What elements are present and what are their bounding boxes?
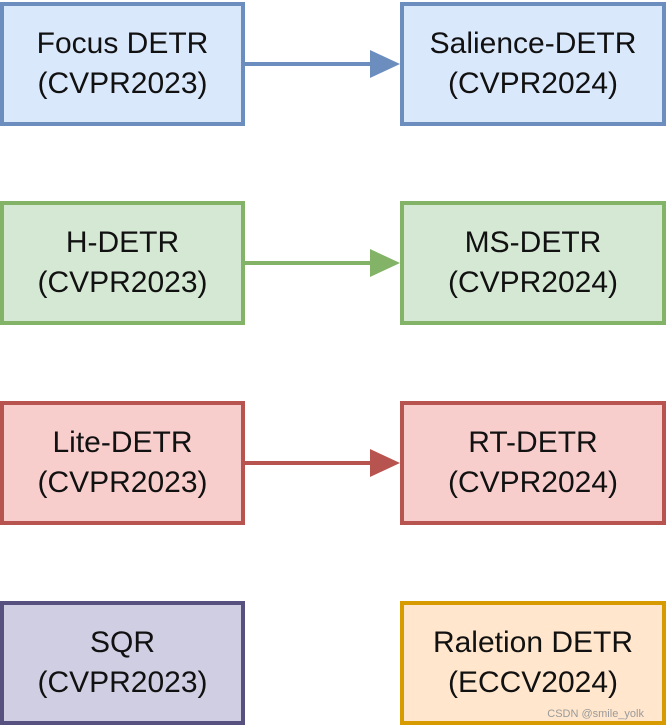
node-title: RT-DETR xyxy=(468,426,598,459)
node-title: MS-DETR xyxy=(464,226,602,259)
node-title: H-DETR xyxy=(65,226,180,259)
node-venue: (CVPR2024) xyxy=(447,67,619,100)
node-venue: (CVPR2023) xyxy=(37,67,208,100)
node-venue: (CVPR2023) xyxy=(37,266,208,299)
node-venue: (CVPR2024) xyxy=(447,466,619,499)
node-venue: (ECCV2024) xyxy=(447,666,619,699)
node-focus-detr: Focus DETR (CVPR2023) xyxy=(0,2,245,126)
node-rt-detr: RT-DETR (CVPR2024) xyxy=(400,401,666,525)
node-title: Raletion DETR xyxy=(432,626,634,659)
node-sqr: SQR (CVPR2023) xyxy=(0,601,245,725)
node-title: Lite-DETR xyxy=(52,426,193,459)
watermark: CSDN @smile_yolk xyxy=(547,708,644,720)
arrow-lite-to-rt xyxy=(245,449,400,477)
node-h-detr: H-DETR (CVPR2023) xyxy=(0,201,245,325)
node-lite-detr: Lite-DETR (CVPR2023) xyxy=(0,401,245,525)
node-salience-detr: Salience-DETR (CVPR2024) xyxy=(400,2,666,126)
node-ms-detr: MS-DETR (CVPR2024) xyxy=(400,201,666,325)
node-title: Salience-DETR xyxy=(429,27,637,60)
arrow-h-to-ms xyxy=(245,249,400,277)
node-venue: (CVPR2023) xyxy=(37,666,208,699)
arrow-focus-to-salience xyxy=(245,50,400,78)
node-title: Focus DETR xyxy=(36,27,209,60)
node-raletion-detr: Raletion DETR (ECCV2024) xyxy=(400,601,666,725)
node-venue: (CVPR2024) xyxy=(447,266,619,299)
node-venue: (CVPR2023) xyxy=(37,466,208,499)
node-title: SQR xyxy=(89,626,155,659)
